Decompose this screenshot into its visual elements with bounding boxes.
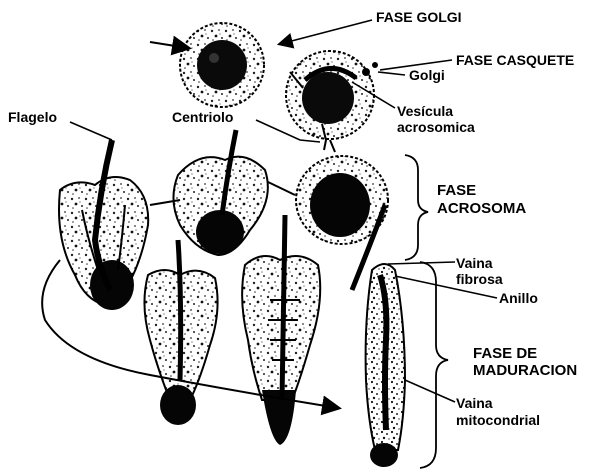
label-anillo: Anillo <box>499 291 538 306</box>
label-golgi: Golgi <box>409 68 445 83</box>
label-centriolo: Centriolo <box>172 110 233 125</box>
cell-maturing-a <box>144 240 217 425</box>
label-fase-acrosoma-2: ACROSOMA <box>437 200 526 217</box>
cell-cap-phase <box>286 51 378 150</box>
cell-acrosome-phase-b <box>173 130 267 255</box>
label-fase-maduracion-2: MADURACION <box>473 362 577 379</box>
label-vaina-fibrosa-1: Vaina <box>456 256 493 271</box>
label-fase-casquete: FASE CASQUETE <box>456 53 574 68</box>
label-fase-acrosoma-1: FASE <box>437 182 476 199</box>
entry-arrow <box>150 42 188 48</box>
cell-mature <box>366 264 405 467</box>
label-vesicula: Vesícula <box>397 104 453 119</box>
label-fase-golgi: FASE GOLGI <box>376 10 462 25</box>
brace-maturation-phase <box>420 262 448 468</box>
label-vaina-fibrosa-2: fibrosa <box>456 272 503 287</box>
cell-elongating-left <box>59 140 148 310</box>
label-fase-maduracion-1: FASE DE <box>473 345 537 362</box>
label-acrosomica: acrosomica <box>397 120 475 135</box>
label-vaina-mito-2: mitocondrial <box>456 413 540 428</box>
cell-maturing-b <box>242 215 320 445</box>
brace-acrosome-phase <box>405 155 428 260</box>
cell-golgi-phase <box>180 23 264 107</box>
label-flagelo: Flagelo <box>8 110 57 125</box>
label-vaina-mito-1: Vaina <box>456 396 493 411</box>
